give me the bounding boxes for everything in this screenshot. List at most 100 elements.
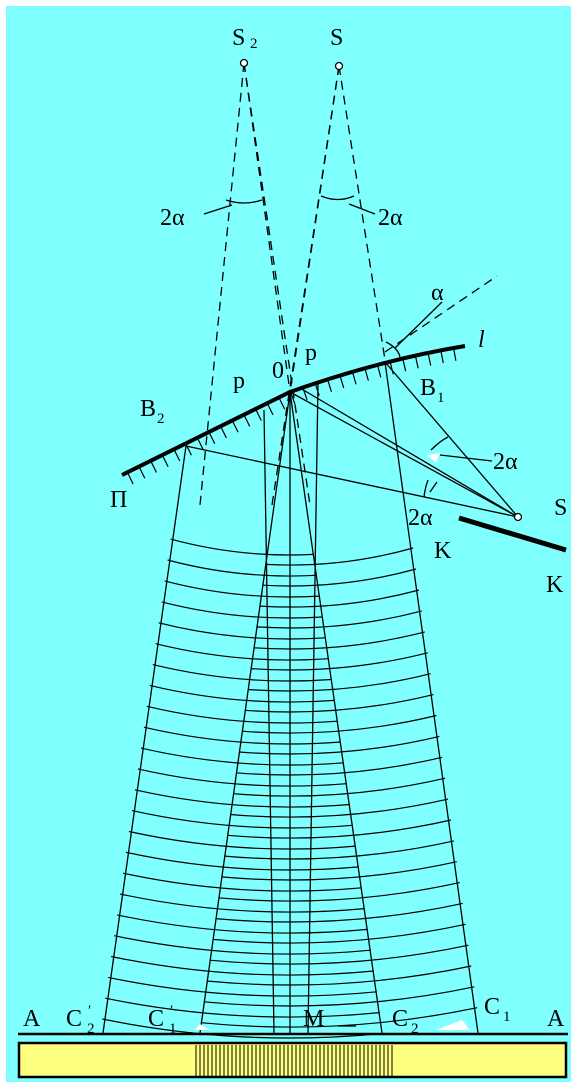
hatch-tick-14 [290, 391, 296, 405]
hatch-tick-18 [339, 375, 345, 389]
fringe-arc-right-21 [203, 986, 475, 1007]
labels: S 2 S 2α 2α α l p 0 p B 2 B 1 Π 2α 2α S … [23, 25, 567, 1037]
hatch-tick-6 [196, 437, 204, 450]
fringe-arc-right-12 [230, 798, 449, 818]
angle-arc-alpha [385, 341, 401, 358]
fringe-arc-right-2 [259, 589, 420, 608]
angle-fill-upper [427, 453, 440, 463]
fringe-arc-right-3 [256, 610, 423, 629]
fringe-arc-left-7 [149, 684, 335, 703]
label-c1-prime: C [148, 1006, 164, 1032]
hatch-tick-10 [243, 414, 251, 427]
screen-k [458, 515, 567, 553]
label-pi: Π [110, 487, 127, 513]
fringe-arc-right-9 [239, 735, 440, 755]
fringe-arc-left-2 [164, 580, 320, 598]
mirror [121, 344, 466, 485]
hatch-tick-15 [302, 387, 308, 401]
fringe-arc-left-21 [108, 976, 377, 997]
label-alpha: α [431, 280, 444, 306]
label-c2-prime-mark: ′ [88, 1003, 91, 1019]
fringe-arc-left-3 [161, 601, 323, 619]
label-c1-prime-mark: ′ [170, 1003, 173, 1019]
source-s-real-point [513, 512, 523, 522]
angle-arc-2alpha-upper [430, 436, 449, 451]
label-a-right: A [547, 1006, 565, 1032]
sources [239, 58, 523, 522]
angle-arc-s2 [225, 199, 263, 204]
label-o: 0 [272, 358, 284, 384]
fringe-arc-left-12 [134, 789, 350, 808]
label-2alpha-s2: 2α [408, 505, 433, 531]
reflected-b1-outer [384, 361, 479, 1034]
hatch-tick-12 [266, 402, 274, 416]
fringe-arc-right-16 [218, 882, 460, 902]
mirror-surface [121, 344, 466, 477]
label-c2-prime-sub: 2 [87, 1021, 95, 1037]
fringe-stripes [195, 1045, 393, 1076]
interference-fringes [102, 538, 478, 1039]
fringe-arc-right-17 [215, 902, 463, 923]
fringe-arc-left-17 [119, 893, 365, 913]
fringe-arc-left-1 [167, 559, 317, 577]
ray-s2-to-o [243, 62, 291, 393]
fringe-arc-left-16 [122, 872, 362, 892]
hatch-tick-25 [427, 352, 432, 366]
label-a-left: A [23, 1006, 41, 1032]
label-c2-sub: 2 [411, 1021, 419, 1037]
fringe-arc-right-0 [265, 547, 414, 566]
label-c2: C [392, 1006, 408, 1032]
label-p-left: p [233, 368, 245, 394]
hatch-tick-24 [414, 355, 419, 369]
fringe-arc-left-9 [143, 726, 341, 745]
leader-2alpha-left [203, 204, 233, 215]
hatch-tick-8 [220, 426, 227, 439]
ray-s-to-o-b [299, 387, 519, 518]
hatch-tick-23 [402, 358, 407, 372]
fringe-arc-left-19 [114, 935, 371, 955]
fringe-arc-left-18 [116, 914, 368, 934]
fringe-arc-right-14 [224, 840, 455, 860]
real-rays [102, 361, 519, 1034]
label-leaders [203, 203, 493, 1027]
label-b1-sub: 1 [437, 390, 445, 406]
fringe-arc-left-6 [152, 664, 332, 682]
source-s2-point [239, 58, 249, 68]
angle-arc-2alpha-lower [423, 479, 429, 498]
fringe-arc-right-19 [209, 944, 469, 965]
label-s2: S [232, 25, 245, 51]
fringe-arc-right-4 [253, 631, 425, 650]
hatch-tick-26 [440, 350, 444, 364]
label-l: l [478, 327, 485, 353]
hatch-tick-3 [161, 454, 169, 467]
fringe-arc-left-13 [131, 810, 353, 829]
hatch-tick-16 [314, 383, 320, 396]
leader-alpha [394, 301, 443, 349]
label-s-right: S [554, 495, 567, 521]
fringe-arc-left-22 [105, 997, 380, 1018]
label-b2-sub: 2 [157, 411, 165, 427]
hatch-tick-0 [126, 472, 134, 485]
label-c1-prime-sub: 1 [169, 1021, 177, 1037]
label-k-near: K [434, 538, 452, 564]
ray-s-to-b1 [338, 65, 386, 361]
label-2alpha-left: 2α [160, 205, 185, 231]
label-p-right: p [305, 340, 317, 366]
fringe-arc-left-8 [146, 705, 338, 724]
fringe-arc-left-4 [158, 622, 326, 640]
label-c2-prime: C [66, 1006, 82, 1032]
fringe-arc-right-15 [221, 861, 457, 881]
leader-2alpha-s2 [429, 481, 438, 493]
hatch-tick-21 [376, 364, 382, 378]
fringe-arc-right-1 [262, 568, 417, 587]
source-s-point [334, 61, 344, 71]
hatch-tick-22 [389, 361, 394, 375]
angle-arc-s [320, 195, 355, 201]
reflected-p-right [307, 381, 319, 1034]
diagram-background [6, 6, 571, 1082]
fringe-arc-right-7 [245, 694, 434, 713]
hatch-tick-4 [173, 449, 181, 462]
hatch-tick-1 [138, 466, 146, 479]
reflected-b2-outer [102, 445, 187, 1034]
